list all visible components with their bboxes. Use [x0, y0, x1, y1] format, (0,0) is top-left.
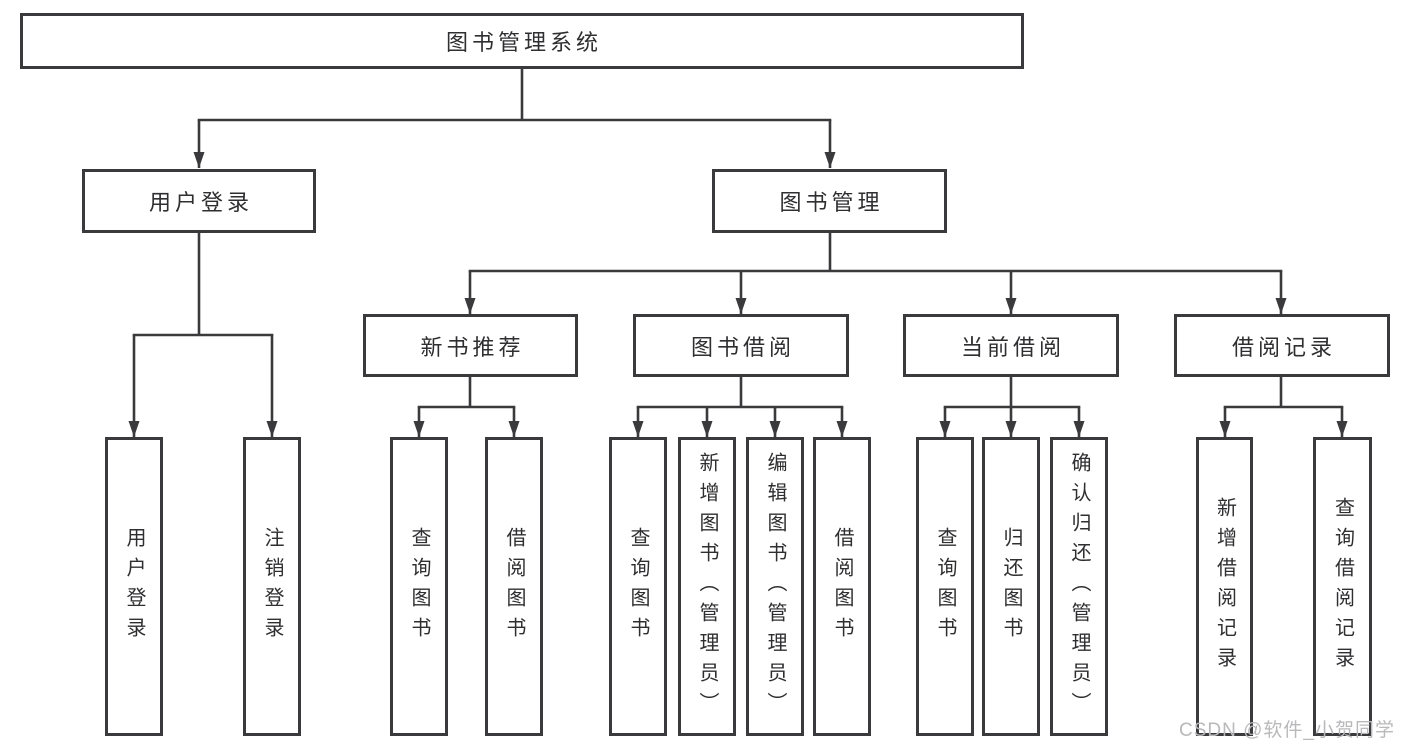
leaf-return-books-label: 归还图书 — [1000, 526, 1022, 647]
leaf-confirm-return-admin-label: 确认归还（管理员） — [1068, 451, 1090, 722]
node-borrow-records: 借阅记录 — [1174, 314, 1390, 377]
leaf-return-books: 归还图书 — [982, 437, 1040, 736]
node-current-borrow: 当前借阅 — [903, 314, 1119, 377]
node-book-management: 图书管理 — [712, 169, 947, 233]
leaf-add-borrow-record-label: 新增借阅记录 — [1213, 496, 1236, 677]
node-user-login-label: 用户登录 — [148, 190, 253, 215]
node-library-system-label: 图书管理系统 — [445, 30, 602, 55]
leaf-query-books-current: 查询图书 — [916, 437, 974, 736]
leaf-query-books-recommend-label: 查询图书 — [408, 526, 430, 647]
connector-root-to-level1 — [193, 69, 836, 168]
connector-current-borrow-children — [939, 377, 1085, 437]
leaf-borrow-books-recommend: 借阅图书 — [485, 437, 543, 736]
node-user-login: 用户登录 — [82, 169, 316, 233]
connector-book-management-children — [464, 233, 1287, 314]
leaf-borrow-books-recommend-label: 借阅图书 — [503, 526, 525, 647]
connector-book-borrow-children — [632, 377, 848, 437]
leaf-query-borrow-record-label: 查询借阅记录 — [1331, 496, 1354, 677]
leaf-query-books-borrow-label: 查询图书 — [627, 526, 649, 647]
leaf-borrow-books-label: 借阅图书 — [831, 526, 853, 647]
leaf-add-borrow-record: 新增借阅记录 — [1196, 437, 1253, 736]
leaf-query-books-recommend: 查询图书 — [390, 437, 448, 736]
connector-user-login-children — [128, 233, 278, 437]
node-new-book-recommend-label: 新书推荐 — [420, 334, 525, 360]
node-borrow-records-label: 借阅记录 — [1231, 334, 1336, 360]
node-library-system: 图书管理系统 — [20, 13, 1024, 69]
leaf-borrow-books: 借阅图书 — [813, 437, 871, 736]
node-book-management-label: 图书管理 — [779, 190, 884, 215]
leaf-logout: 注销登录 — [243, 437, 301, 736]
leaf-add-book-admin-label: 新增图书（管理员） — [696, 451, 718, 722]
leaf-user-login: 用户登录 — [105, 437, 163, 736]
leaf-add-book-admin: 新增图书（管理员） — [678, 437, 736, 736]
leaf-query-borrow-record: 查询借阅记录 — [1313, 437, 1372, 736]
leaf-confirm-return-admin: 确认归还（管理员） — [1050, 437, 1108, 736]
leaf-edit-book-admin: 编辑图书（管理员） — [746, 437, 804, 736]
leaf-logout-label: 注销登录 — [261, 526, 283, 647]
leaf-query-books-borrow: 查询图书 — [609, 437, 667, 736]
connector-new-book-recommend-children — [413, 377, 520, 437]
node-book-borrow: 图书借阅 — [633, 314, 849, 377]
leaf-user-login-label: 用户登录 — [123, 526, 145, 647]
csdn-watermark: CSDN @软件_小贺同学 — [1179, 720, 1395, 741]
node-current-borrow-label: 当前借阅 — [960, 334, 1065, 360]
leaf-edit-book-admin-label: 编辑图书（管理员） — [764, 451, 786, 722]
leaf-query-books-current-label: 查询图书 — [934, 526, 956, 647]
node-new-book-recommend: 新书推荐 — [363, 314, 578, 377]
node-book-borrow-label: 图书借阅 — [690, 334, 795, 360]
connector-borrow-records-children — [1219, 377, 1348, 437]
